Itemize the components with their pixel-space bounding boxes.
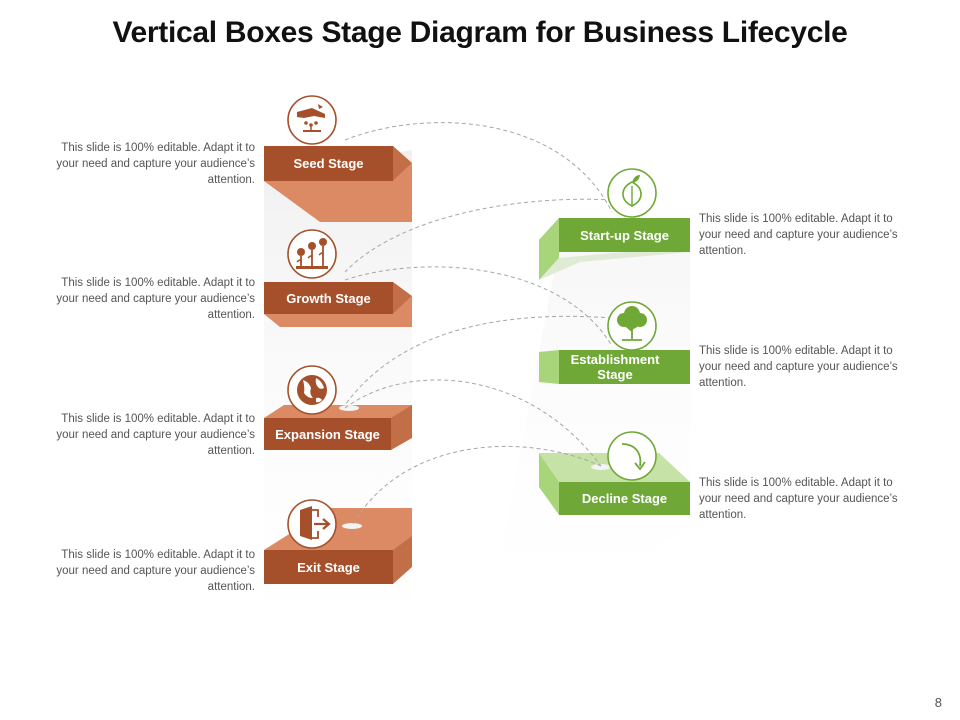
stage-box-seed-side — [264, 163, 412, 222]
stage-label-establishment: Establishment Stage — [570, 352, 660, 382]
page-number: 8 — [934, 695, 942, 710]
tree-icon — [607, 301, 657, 351]
stage-description-decline: This slide is 100% editable. Adapt it to… — [699, 477, 898, 521]
connector-startup-growth — [344, 198, 613, 273]
connector-hole — [339, 405, 359, 411]
hand-watering-seed-icon — [287, 95, 337, 145]
connector-establishment-expansion — [344, 315, 613, 406]
stage-description-startup: This slide is 100% editable. Adapt it to… — [699, 213, 898, 257]
stage-box-expansion-top — [264, 405, 412, 418]
stage-box-establishment — [539, 350, 690, 384]
stage-box-establishment-left — [539, 350, 559, 384]
stage-box-establishment-front — [559, 350, 690, 384]
stage-description-growth: This slide is 100% editable. Adapt it to… — [56, 277, 255, 321]
stage-label-startup: Start-up Stage — [580, 227, 669, 243]
sprout-icon — [607, 168, 657, 218]
connector-decline-exit — [351, 445, 602, 527]
stage-box-expansion-front — [264, 418, 391, 450]
stage-description-establishment: This slide is 100% editable. Adapt it to… — [699, 345, 898, 389]
stage-box-seed-front — [264, 146, 393, 181]
slide-title: Vertical Boxes Stage Diagram for Busines… — [112, 16, 848, 49]
stage-description-exit: This slide is 100% editable. Adapt it to… — [56, 549, 255, 593]
stage-box-growth-top — [393, 282, 412, 314]
connector-hole — [342, 523, 362, 529]
stage-box-startup-front — [559, 218, 690, 252]
connector-expansion-decline — [344, 379, 602, 467]
stage-description-seed: This slide is 100% editable. Adapt it to… — [56, 142, 255, 186]
stage-box-expansion-side — [391, 405, 412, 450]
money-plants-icon — [287, 229, 337, 279]
curved-arrow-down-icon — [607, 431, 657, 481]
stage-box-growth-front — [264, 282, 393, 314]
stage-description-expansion: This slide is 100% editable. Adapt it to… — [56, 413, 255, 457]
connector-hole — [591, 464, 611, 470]
stage-box-startup-bottom — [539, 246, 690, 280]
stage-box-growth — [264, 282, 412, 327]
stage-label-seed: Seed Stage — [293, 156, 364, 171]
exit-door-icon — [287, 499, 337, 549]
stage-box-seed — [264, 146, 412, 222]
right-column-shadow — [500, 220, 690, 640]
stage-box-exit-side — [393, 536, 412, 584]
stage-box-startup-left — [539, 218, 559, 280]
stage-box-startup — [539, 218, 690, 280]
stage-label-growth: Growth Stage — [286, 290, 371, 306]
stage-label-expansion: Expansion Stage — [275, 426, 380, 442]
stage-label-exit: Exit Stage — [297, 559, 360, 575]
stage-box-growth-side — [264, 296, 412, 327]
stage-box-decline-left — [539, 453, 559, 515]
stage-box-exit-front — [264, 550, 393, 584]
stage-box-decline-front — [559, 482, 690, 515]
stage-label-decline: Decline Stage — [581, 491, 668, 506]
stage-box-seed-top — [393, 146, 412, 181]
connector-lines — [344, 122, 613, 527]
globe-icon — [287, 365, 337, 415]
